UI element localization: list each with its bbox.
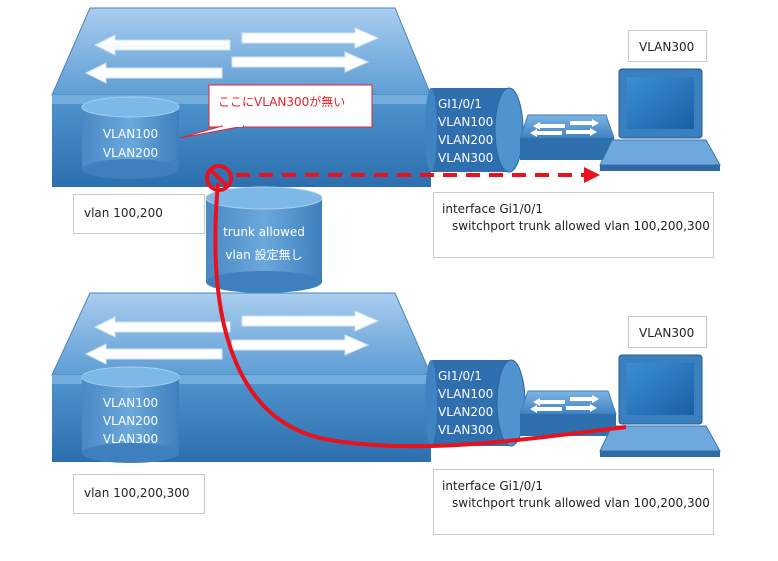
bottom-pc-label: VLAN300: [628, 316, 707, 348]
bottom-config-right-line-2: switchport trunk allowed vlan 100,200,30…: [452, 496, 710, 510]
top-config-right-line-2: switchport trunk allowed vlan 100,200,30…: [452, 219, 710, 233]
top-switch-vlan-2: VLAN200: [102, 146, 159, 160]
bottom-pc-icon: [599, 354, 721, 457]
bottom-switch-vlan-2: VLAN200: [102, 414, 159, 428]
bottom-switch-vlan-3: VLAN300: [102, 432, 159, 446]
top-pc-label: VLAN300: [628, 30, 707, 62]
top-access-switch: [519, 114, 615, 160]
bottom-port-label-1: VLAN100: [438, 387, 494, 401]
top-port-tube: [425, 87, 524, 173]
top-port-label-0: GI1/0/1: [438, 97, 482, 111]
bottom-port-label-0: GI1/0/1: [438, 369, 482, 383]
top-port-label-3: VLAN300: [438, 151, 494, 165]
trunk-cylinder: [205, 186, 323, 293]
traffic-path: [205, 164, 627, 449]
bottom-switch: [51, 292, 432, 463]
bottom-config-right-line-1: interface Gi1/0/1: [442, 479, 543, 493]
bottom-vlan-cylinder: [81, 366, 180, 463]
blocked-icon: [205, 164, 233, 192]
top-pc-icon: [599, 68, 721, 171]
bottom-port-label-3: VLAN300: [438, 423, 494, 437]
top-port-label-2: VLAN200: [438, 133, 494, 147]
top-callout-text: ここにVLAN300が無い: [218, 95, 346, 109]
top-callout: [179, 84, 373, 139]
bottom-access-switch: [519, 390, 617, 436]
bottom-switch-vlan-1: VLAN100: [102, 396, 159, 410]
top-switch-vlan-1: VLAN100: [102, 127, 159, 141]
bottom-config-right: interface Gi1/0/1 switchport trunk allow…: [433, 469, 714, 535]
top-vlan-cylinder: [81, 96, 180, 179]
trunk-label-1: trunk allowed: [223, 225, 305, 239]
top-port-label-1: VLAN100: [438, 115, 494, 129]
top-config-right: interface Gi1/0/1 switchport trunk allow…: [433, 192, 714, 258]
bottom-port-label-2: VLAN200: [438, 405, 494, 419]
trunk-label-2: vlan 設定無し: [225, 248, 303, 262]
top-config-right-line-1: interface Gi1/0/1: [442, 202, 543, 216]
top-config-left: vlan 100,200: [73, 194, 205, 234]
bottom-port-tube: [425, 359, 526, 447]
dashed-arrowhead: [584, 167, 600, 183]
bottom-config-left: vlan 100,200,300: [73, 474, 205, 514]
